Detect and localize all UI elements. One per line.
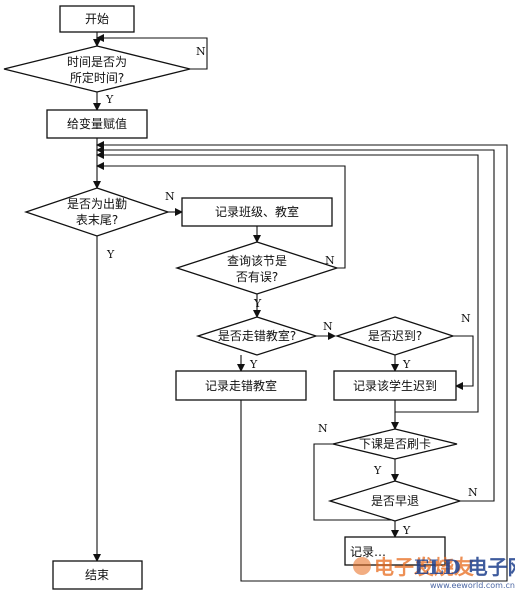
record-bottom-label: 记录… — [350, 545, 386, 559]
connector-lines — [93, 32, 508, 582]
attendance-end-label-1: 是否为出勤 — [67, 197, 127, 211]
swipe-check-diamond — [332, 428, 458, 460]
wrong-room-diamond — [195, 316, 319, 356]
record-late-box — [333, 370, 457, 401]
end-no-label: N — [165, 190, 175, 203]
swipe-yes-label: Y — [373, 464, 382, 477]
assign-label: 给变量赋值 — [67, 116, 127, 131]
time-no-label: N — [196, 45, 206, 58]
wrong-room-label: 是否走错教室? — [218, 328, 296, 343]
watermark-logo: 电子发烧友 ELD 电子网 www.eeworld.com.cn — [353, 555, 515, 590]
early-yes-label: Y — [402, 524, 411, 537]
attendance-end-label-2: 表末尾? — [76, 213, 118, 227]
early-leave-diamond — [327, 480, 463, 522]
time-check-diamond — [3, 45, 191, 93]
end-box — [52, 560, 143, 590]
record-wrong-room-box — [175, 370, 307, 401]
attendance-end-diamond — [23, 187, 171, 237]
late-check-label: 是否迟到? — [368, 329, 422, 343]
record-class-box — [181, 197, 333, 227]
early-no-label: N — [468, 486, 478, 499]
record-late-label: 记录该学生迟到 — [353, 378, 437, 393]
time-yes-label: Y — [105, 93, 114, 106]
late-check-diamond — [334, 316, 456, 356]
query-error-label-1: 查询该节是 — [227, 254, 287, 268]
watermark-url-text: www.eeworld.com.cn — [430, 581, 515, 590]
time-check-label-2: 所定时间? — [70, 70, 124, 85]
query-yes-label: Y — [253, 297, 262, 310]
swipe-no-label: N — [318, 422, 328, 435]
wrong-room-yes-label: Y — [249, 358, 258, 371]
query-no-label: N — [325, 254, 335, 267]
swipe-check-label: 下课是否刷卡 — [359, 437, 431, 451]
time-check-label-1: 时间是否为 — [67, 55, 127, 69]
start-label: 开始 — [85, 12, 109, 26]
late-no-label: N — [461, 312, 471, 325]
record-wrong-room-label: 记录走错教室 — [205, 378, 277, 393]
assign-variable-box — [46, 109, 148, 139]
early-leave-label: 是否早退 — [371, 494, 419, 508]
watermark-cn-text: 电子发烧友 — [374, 555, 474, 579]
start-box — [59, 5, 135, 33]
watermark-brand-text: ELD 电子网 — [414, 555, 515, 579]
query-error-label-2: 否有误? — [236, 270, 278, 284]
end-yes-label: Y — [106, 248, 115, 261]
late-yes-label: Y — [402, 358, 411, 371]
wrong-room-no-label: N — [323, 320, 333, 333]
record-class-label: 记录班级、教室 — [215, 204, 299, 219]
end-label: 结束 — [85, 568, 109, 582]
query-error-diamond — [174, 241, 340, 295]
